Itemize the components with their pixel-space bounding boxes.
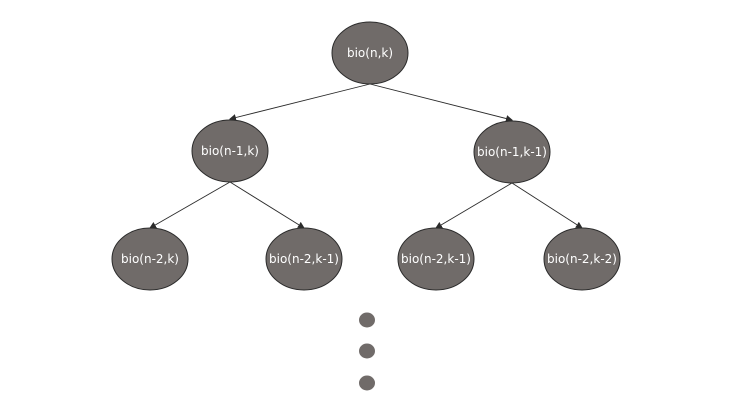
edge-right-to-right-right bbox=[511, 182, 583, 229]
edge-root-to-left bbox=[229, 83, 371, 121]
node-left-right-shape bbox=[265, 227, 343, 291]
tree-node-right-left: bio(n-2,k-1) bbox=[397, 227, 475, 291]
edge-left-to-left-left bbox=[149, 181, 231, 229]
node-right-label: bio(n-1,k-1) bbox=[477, 145, 547, 159]
node-root-shape bbox=[331, 21, 409, 85]
node-right-right-shape bbox=[543, 227, 621, 291]
ellipsis-dot-2 bbox=[359, 343, 375, 359]
tree-node-left: bio(n-1,k) bbox=[191, 119, 269, 183]
edges bbox=[149, 83, 583, 229]
node-left-shape bbox=[191, 119, 269, 183]
node-left-label: bio(n-1,k) bbox=[201, 144, 259, 158]
edge-right-to-right-left bbox=[435, 182, 513, 229]
continuation-ellipsis bbox=[359, 312, 375, 391]
node-left-left-shape bbox=[111, 227, 189, 291]
node-root-label: bio(n,k) bbox=[347, 46, 393, 60]
tree-node-root: bio(n,k) bbox=[331, 21, 409, 85]
edge-root-to-right bbox=[369, 83, 513, 122]
edge-left-to-left-right bbox=[229, 181, 305, 229]
tree-node-left-right: bio(n-2,k-1) bbox=[265, 227, 343, 291]
ellipsis-dot-3 bbox=[359, 375, 375, 391]
node-right-left-label: bio(n-2,k-1) bbox=[401, 252, 471, 266]
node-right-right-label: bio(n-2,k-2) bbox=[547, 252, 617, 266]
node-right-left-shape bbox=[397, 227, 475, 291]
node-left-right-label: bio(n-2,k-1) bbox=[269, 252, 339, 266]
node-left-left-label: bio(n-2,k) bbox=[121, 252, 179, 266]
ellipsis-dot-1 bbox=[359, 312, 375, 328]
node-right-shape bbox=[473, 120, 551, 184]
tree-node-right-right: bio(n-2,k-2) bbox=[543, 227, 621, 291]
tree-node-left-left: bio(n-2,k) bbox=[111, 227, 189, 291]
tree-node-right: bio(n-1,k-1) bbox=[473, 120, 551, 184]
